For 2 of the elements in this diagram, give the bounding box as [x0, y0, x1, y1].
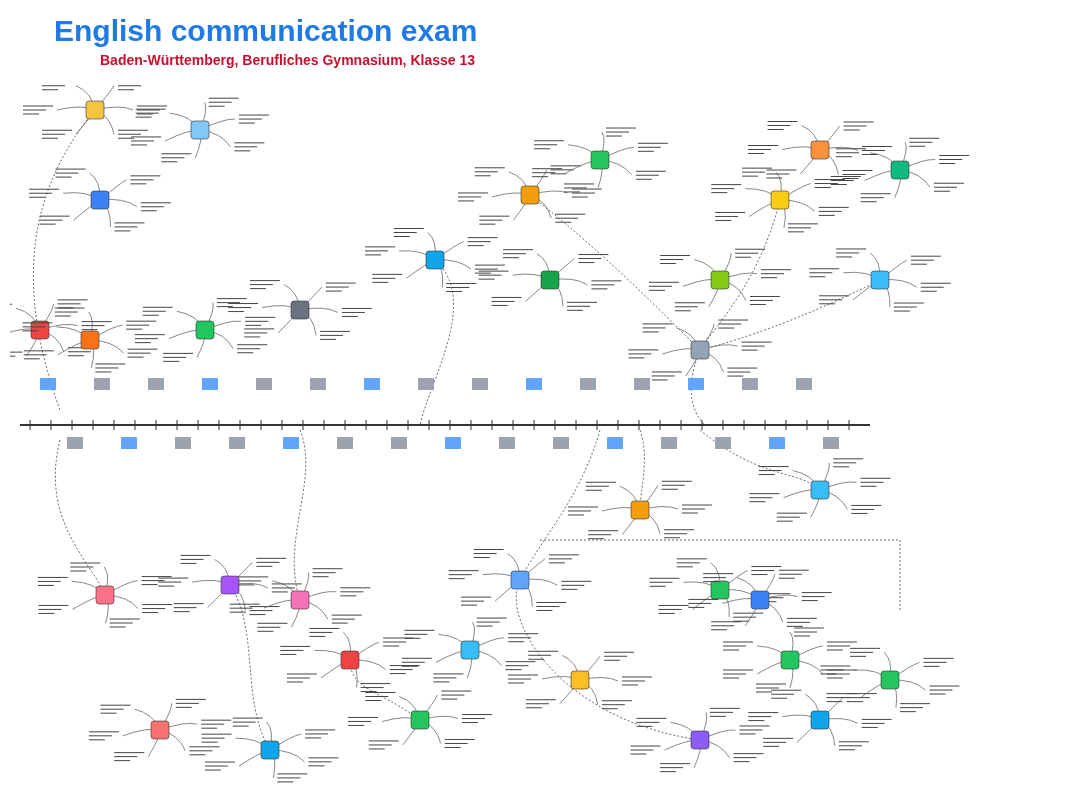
subtitle: Baden-Württemberg, Berufliches Gymnasium, Klasse 13 — [100, 51, 475, 70]
title: English communication exam — [54, 13, 478, 49]
